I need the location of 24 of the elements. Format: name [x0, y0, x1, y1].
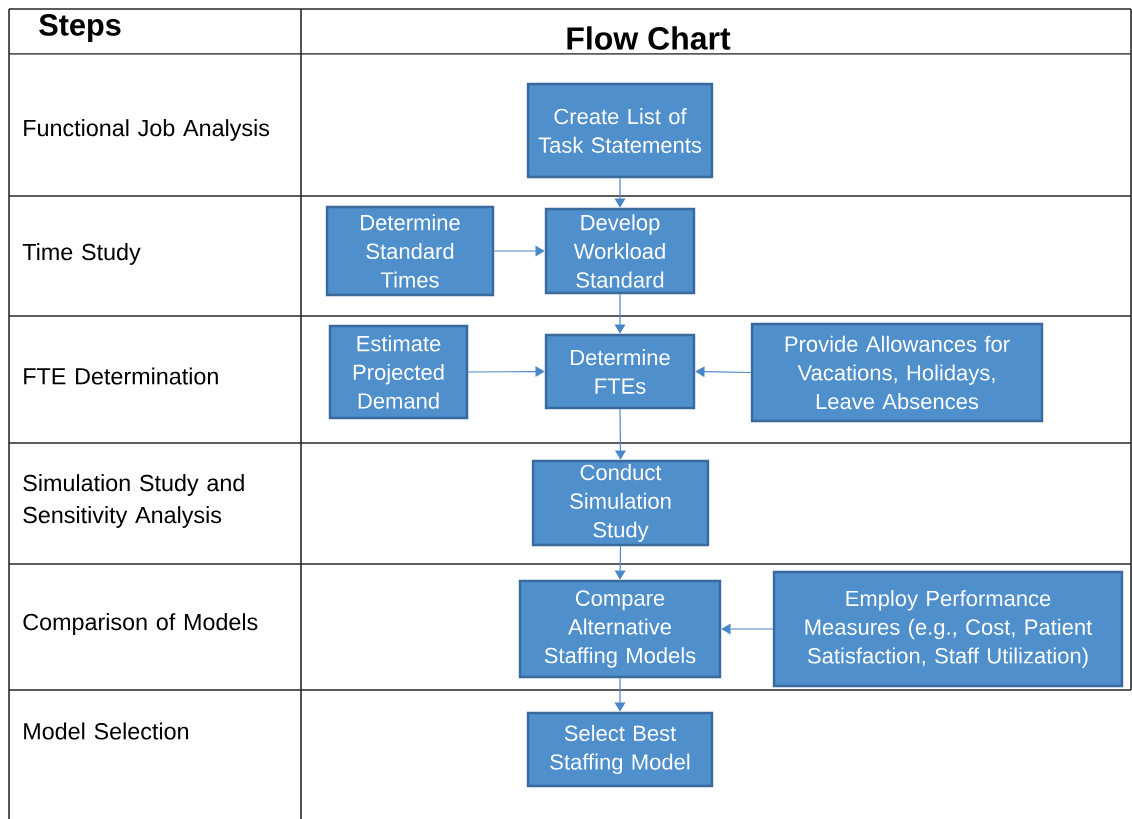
process-box: Determine Standard Times: [325, 205, 495, 297]
step-name: Time Study: [22, 243, 141, 265]
step-name: Simulation Study and Sensitivity Analysis: [23, 474, 244, 528]
process-box: Compare Alternative Staffing Models: [518, 579, 722, 679]
arrow: [614, 177, 626, 208]
process-box: Conduct Simulation Study: [531, 459, 710, 547]
process-box: Provide Allowances for Vacations, Holidays, Leave Absences: [750, 322, 1044, 423]
column-header: Steps: [39, 14, 121, 42]
arrow: [695, 366, 752, 378]
process-box: Employ Performance Measures (e.g., Cost, Patient Satisfaction, Staff Utilization): [772, 570, 1124, 688]
step-name: FTE Determination: [24, 367, 218, 385]
process-box: Develop Workload Standard: [544, 207, 696, 295]
process-box: Determine FTEs: [544, 333, 696, 410]
process-box: Select Best Staffing Model: [526, 711, 714, 788]
process-box: Create List of Task Statements: [526, 82, 714, 179]
process-box: Estimate Projected Demand: [328, 324, 469, 420]
column-header: Flow Chart: [567, 26, 731, 50]
step-name: Model Selection: [24, 722, 189, 740]
arrow: [721, 623, 774, 635]
arrow: [614, 677, 626, 712]
step-name: Functional Job Analysis: [24, 119, 270, 141]
arrow: [614, 293, 626, 334]
step-name: Comparison of Models: [23, 613, 258, 635]
arrow: [493, 245, 545, 257]
